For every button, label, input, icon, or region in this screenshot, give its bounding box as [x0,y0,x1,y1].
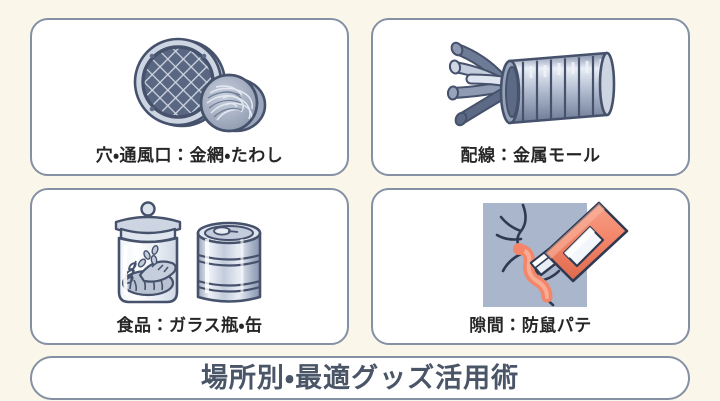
card-gap[interactable]: 隙間：防鼠パテ [371,187,690,346]
title-banner: 場所別・最適グッズ活用術 [30,356,690,401]
cables-in-metal-conduit-illustration [379,27,682,147]
card-label-gap: 隙間：防鼠パテ [469,315,592,335]
card-wiring[interactable]: 配線：金属モール [371,18,690,176]
glass-jar-and-can-illustration [38,197,341,317]
card-food[interactable]: 食品：ガラス瓶・缶 [30,187,349,346]
vent-mesh-and-steel-wool-illustration [38,27,341,147]
card-label-wiring: 配線：金属モール [460,146,601,165]
banner-title: 場所別・最適グッズ活用術 [200,362,520,393]
card-label-food: 食品：ガラス瓶・缶 [116,315,263,335]
card-vent[interactable]: 穴・通風口：金網・たわし [30,18,349,176]
card-grid: 穴・通風口：金網・たわし [30,18,690,346]
card-label-vent: 穴・通風口：金網・たわし [95,146,284,165]
caulk-gun-sealing-crack-illustration [379,197,682,317]
